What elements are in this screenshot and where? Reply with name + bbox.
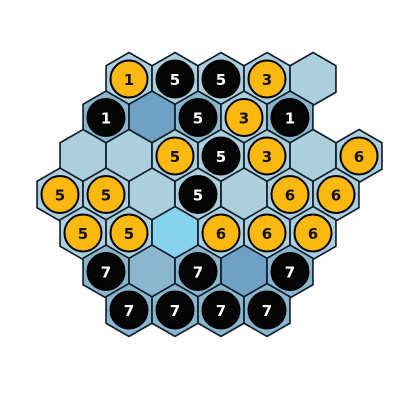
black-piece-r5-c3[interactable]: 7 bbox=[178, 252, 218, 291]
piece-number-label: 3 bbox=[262, 71, 272, 89]
piece-number-label: 3 bbox=[239, 110, 249, 128]
yellow-piece-disc bbox=[247, 59, 287, 99]
piece-number-label: 6 bbox=[308, 225, 318, 243]
black-piece-disc bbox=[86, 98, 126, 137]
piece-number-label: 7 bbox=[101, 264, 111, 282]
piece-number-label: 7 bbox=[193, 264, 203, 282]
yellow-piece-disc bbox=[293, 213, 333, 253]
piece-number-label: 5 bbox=[170, 148, 180, 166]
yellow-piece-disc bbox=[247, 136, 287, 176]
yellow-piece-r2-c6[interactable]: 6 bbox=[339, 136, 379, 176]
yellow-piece-disc bbox=[270, 175, 310, 214]
black-piece-disc bbox=[155, 290, 195, 330]
piece-number-label: 5 bbox=[170, 71, 180, 89]
yellow-piece-disc bbox=[339, 136, 379, 176]
black-piece-disc bbox=[178, 175, 218, 214]
black-piece-disc bbox=[201, 290, 241, 330]
yellow-piece-r2-c2[interactable]: 5 bbox=[155, 136, 195, 176]
black-piece-disc bbox=[155, 59, 195, 99]
piece-number-label: 5 bbox=[193, 110, 203, 128]
piece-number-label: 1 bbox=[101, 110, 111, 128]
yellow-piece-r0-c1[interactable]: 1 bbox=[109, 59, 149, 99]
black-piece-r1-c5[interactable]: 1 bbox=[270, 98, 310, 137]
piece-number-label: 7 bbox=[124, 302, 134, 320]
black-piece-r6-c3[interactable]: 7 bbox=[155, 290, 195, 330]
yellow-piece-disc bbox=[109, 59, 149, 99]
black-piece-r5-c5[interactable]: 7 bbox=[270, 252, 310, 291]
yellow-piece-r2-c4[interactable]: 3 bbox=[247, 136, 287, 176]
yellow-piece-r0-c4[interactable]: 3 bbox=[247, 59, 287, 99]
piece-number-label: 7 bbox=[170, 302, 180, 320]
black-piece-disc bbox=[178, 98, 218, 137]
piece-number-label: 6 bbox=[216, 225, 226, 243]
yellow-piece-r1-c4[interactable]: 3 bbox=[224, 98, 264, 137]
piece-number-label: 6 bbox=[285, 187, 295, 205]
black-piece-r2-c3[interactable]: 5 bbox=[201, 136, 241, 176]
piece-number-label: 7 bbox=[285, 264, 295, 282]
black-piece-disc bbox=[178, 252, 218, 291]
yellow-piece-r4-c1[interactable]: 5 bbox=[109, 213, 149, 253]
black-piece-r0-c3[interactable]: 5 bbox=[201, 59, 241, 99]
yellow-piece-disc bbox=[247, 213, 287, 253]
black-piece-disc bbox=[201, 136, 241, 176]
yellow-piece-r3-c0[interactable]: 5 bbox=[40, 175, 80, 214]
yellow-piece-disc bbox=[155, 136, 195, 176]
black-piece-r6-c5[interactable]: 7 bbox=[247, 290, 287, 330]
piece-number-label: 7 bbox=[216, 302, 226, 320]
piece-number-label: 6 bbox=[354, 148, 364, 166]
yellow-piece-r3-c5[interactable]: 6 bbox=[270, 175, 310, 214]
yellow-piece-r4-c0[interactable]: 5 bbox=[63, 213, 103, 253]
black-piece-disc bbox=[86, 252, 126, 291]
board-pieces: 1 5 5 3 1 5 3 1 5 5 3 6 5 5 5 6 6 5 5 6 6 6 7 7 7 7 7 7 7 bbox=[40, 59, 379, 330]
piece-number-label: 7 bbox=[262, 302, 272, 320]
piece-number-label: 5 bbox=[78, 225, 88, 243]
piece-number-label: 5 bbox=[216, 148, 226, 166]
yellow-piece-disc bbox=[63, 213, 103, 253]
yellow-piece-disc bbox=[316, 175, 356, 214]
black-piece-disc bbox=[247, 290, 287, 330]
piece-number-label: 5 bbox=[55, 187, 65, 205]
black-piece-r6-c2[interactable]: 7 bbox=[109, 290, 149, 330]
yellow-piece-r3-c6[interactable]: 6 bbox=[316, 175, 356, 214]
black-piece-r6-c4[interactable]: 7 bbox=[201, 290, 241, 330]
black-piece-disc bbox=[109, 290, 149, 330]
piece-number-label: 6 bbox=[262, 225, 272, 243]
piece-number-label: 5 bbox=[124, 225, 134, 243]
yellow-piece-disc bbox=[201, 213, 241, 253]
piece-number-label: 6 bbox=[331, 187, 341, 205]
yellow-piece-disc bbox=[109, 213, 149, 253]
yellow-piece-r3-c1[interactable]: 5 bbox=[86, 175, 126, 214]
black-piece-r1-c3[interactable]: 5 bbox=[178, 98, 218, 137]
black-piece-disc bbox=[201, 59, 241, 99]
yellow-piece-r4-c5[interactable]: 6 bbox=[293, 213, 333, 253]
black-piece-r1-c1[interactable]: 1 bbox=[86, 98, 126, 137]
piece-number-label: 3 bbox=[262, 148, 272, 166]
black-piece-disc bbox=[270, 98, 310, 137]
piece-number-label: 1 bbox=[285, 110, 295, 128]
black-piece-disc bbox=[270, 252, 310, 291]
yellow-piece-r4-c3[interactable]: 6 bbox=[201, 213, 241, 253]
piece-number-label: 5 bbox=[101, 187, 111, 205]
yellow-piece-disc bbox=[224, 98, 264, 137]
yellow-piece-disc bbox=[86, 175, 126, 214]
black-piece-r3-c3[interactable]: 5 bbox=[178, 175, 218, 214]
piece-number-label: 5 bbox=[216, 71, 226, 89]
piece-number-label: 5 bbox=[193, 187, 203, 205]
yellow-piece-disc bbox=[40, 175, 80, 214]
black-piece-r5-c1[interactable]: 7 bbox=[86, 252, 126, 291]
piece-number-label: 1 bbox=[124, 71, 134, 89]
yellow-piece-r4-c4[interactable]: 6 bbox=[247, 213, 287, 253]
black-piece-r0-c2[interactable]: 5 bbox=[155, 59, 195, 99]
